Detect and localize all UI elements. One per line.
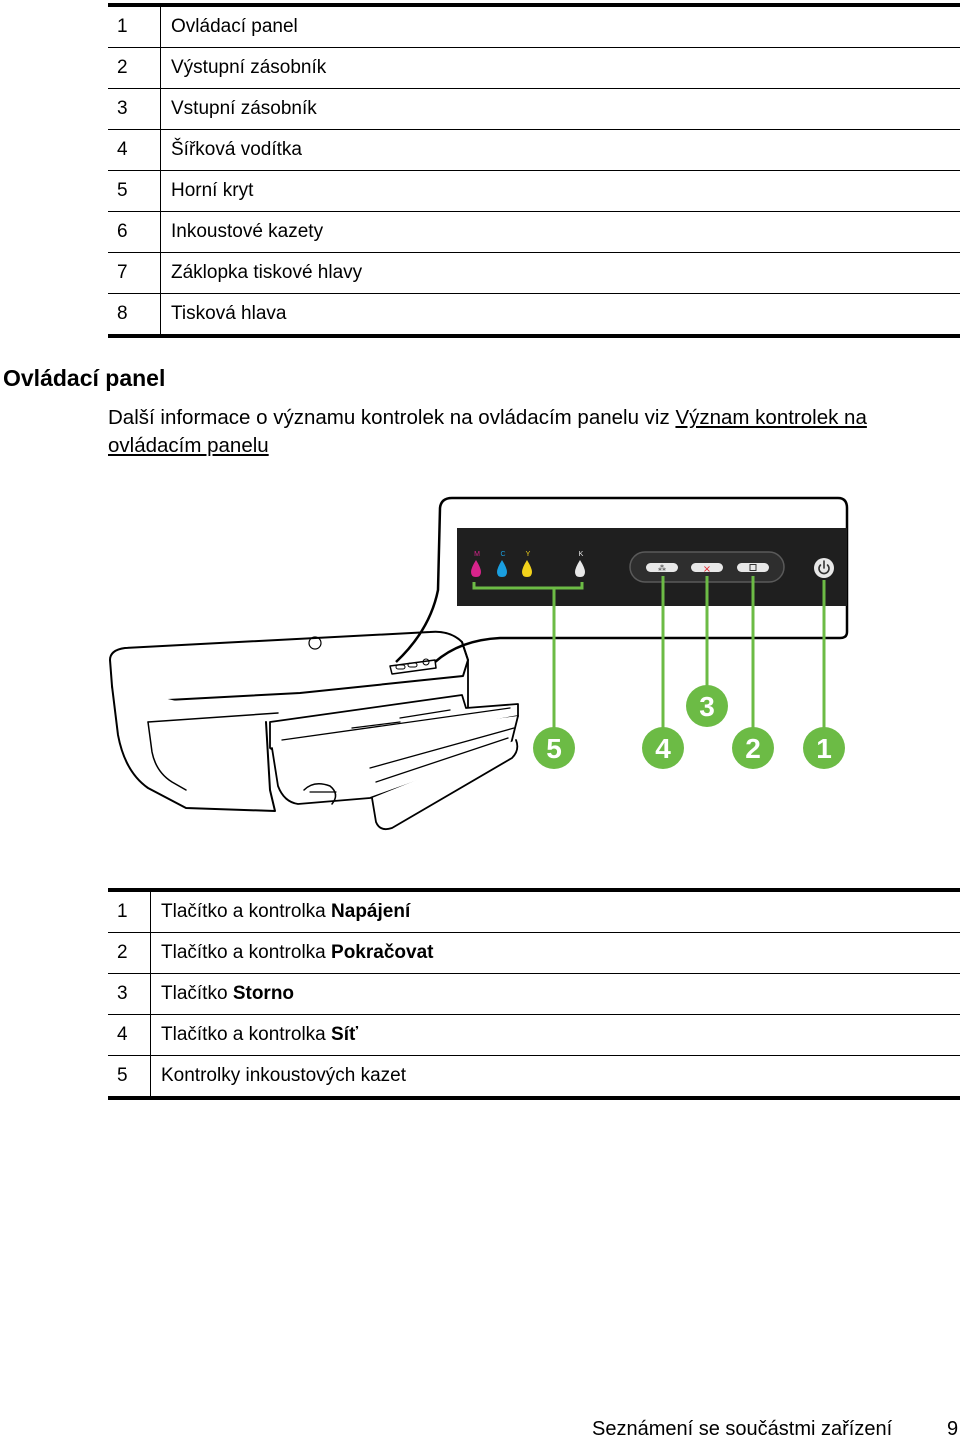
row-label: Šířková vodítka — [161, 130, 960, 171]
callout-2-label: 2 — [745, 733, 761, 764]
callout-5: 5 — [533, 727, 575, 769]
callout-2: 2 — [732, 727, 774, 769]
printer-body — [110, 632, 518, 829]
row-number: 5 — [108, 1056, 151, 1099]
row-label: Vstupní zásobník — [161, 89, 960, 130]
printer-illustration: M C Y K ⁂ × — [100, 490, 860, 850]
row-label: Tlačítko a kontrolka Napájení — [151, 890, 960, 933]
callout-4: 4 — [642, 727, 684, 769]
cancel-icon: × — [703, 564, 711, 575]
row-number: 2 — [108, 933, 151, 974]
ink-label-k: K — [579, 551, 584, 558]
callout-3-label: 3 — [699, 691, 715, 722]
footer-chapter-title: Seznámení se součástmi zařízení — [592, 1418, 892, 1441]
row-number: 8 — [108, 294, 161, 337]
row-label-text: Tlačítko a kontrolka — [161, 1024, 331, 1045]
row-label-bold: Pokračovat — [331, 942, 433, 963]
row-number: 4 — [108, 1015, 151, 1056]
row-number: 4 — [108, 130, 161, 171]
row-label-text: Tlačítko a kontrolka — [161, 942, 331, 963]
row-label-text: Tlačítko a kontrolka — [161, 901, 331, 922]
ink-label-c: C — [500, 551, 505, 558]
row-label: Tisková hlava — [161, 294, 960, 337]
callout-3: 3 — [686, 685, 728, 727]
row-label: Inkoustové kazety — [161, 212, 960, 253]
row-label: Kontrolky inkoustových kazet — [151, 1056, 960, 1099]
row-number: 7 — [108, 253, 161, 294]
section-heading: Ovládací panel — [3, 365, 165, 392]
row-label: Záklopka tiskové hlavy — [161, 253, 960, 294]
network-icon: ⁂ — [658, 563, 666, 573]
row-label: Tlačítko Storno — [151, 974, 960, 1015]
row-number: 1 — [108, 890, 151, 933]
row-label: Ovládací panel — [161, 5, 960, 48]
row-number: 1 — [108, 5, 161, 48]
ink-label-m: M — [474, 551, 480, 558]
control-panel-closeup: M C Y K ⁂ × — [457, 528, 847, 606]
row-number: 2 — [108, 48, 161, 89]
intro-paragraph: Další informace o významu kontrolek na o… — [108, 404, 948, 460]
row-number: 3 — [108, 89, 161, 130]
row-label: Horní kryt — [161, 171, 960, 212]
row-label-bold: Napájení — [331, 901, 410, 922]
row-number: 6 — [108, 212, 161, 253]
callout-badges: 5 4 3 2 1 — [533, 685, 845, 769]
page-number: 9 — [947, 1418, 958, 1441]
row-number: 5 — [108, 171, 161, 212]
row-number: 3 — [108, 974, 151, 1015]
callout-4-label: 4 — [655, 733, 671, 764]
intro-text: Další informace o významu kontrolek na o… — [108, 406, 675, 429]
callout-5-label: 5 — [546, 733, 562, 764]
callout-1-label: 1 — [816, 733, 832, 764]
table-row: 5 Kontrolky inkoustových kazet — [108, 1056, 960, 1099]
callout-1: 1 — [803, 727, 845, 769]
row-label-text: Kontrolky inkoustových kazet — [161, 1065, 406, 1086]
row-label-bold: Storno — [233, 983, 294, 1004]
row-label: Tlačítko a kontrolka Pokračovat — [151, 933, 960, 974]
ink-label-y: Y — [526, 551, 531, 558]
row-label: Tlačítko a kontrolka Síť — [151, 1015, 960, 1056]
row-label-text: Tlačítko — [161, 983, 233, 1004]
row-label: Výstupní zásobník — [161, 48, 960, 89]
row-label-bold: Síť — [331, 1024, 358, 1045]
